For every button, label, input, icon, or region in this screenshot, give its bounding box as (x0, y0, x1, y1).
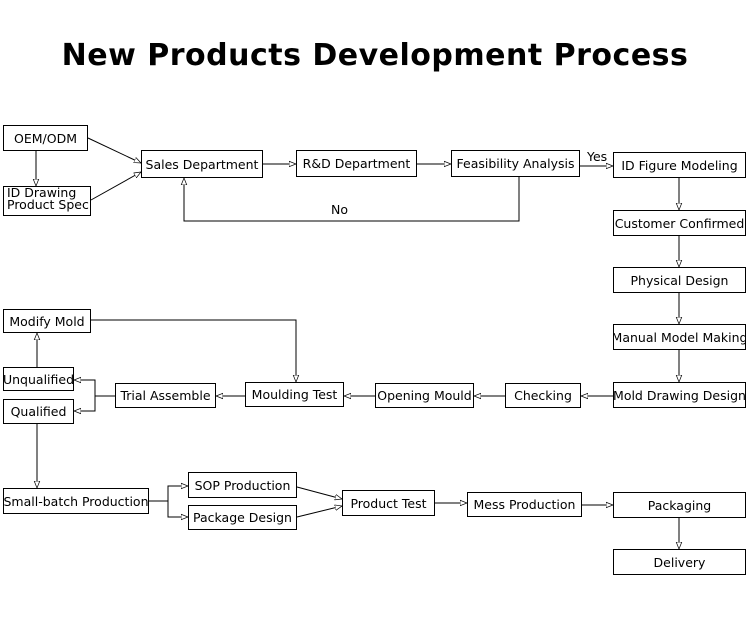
node-customer-confirmed: Customer Confirmed (613, 210, 746, 236)
node-id-figure-modeling: ID Figure Modeling (613, 152, 746, 178)
edge-id-to-sales (90, 172, 141, 201)
node-manual-model-making: Manual Model Making (613, 324, 746, 350)
node-physical-design: Physical Design (613, 267, 746, 293)
edge-trial-to-unqualified (74, 380, 115, 397)
node-small-batch-production: Small-batch Production (3, 488, 149, 514)
node-mold-drawing-design: Mold Drawing Design (613, 382, 746, 408)
node-sales-department: Sales Department (141, 150, 263, 178)
node-moulding-test: Moulding Test (245, 382, 344, 407)
node-product-test: Product Test (342, 490, 435, 516)
diagram-title: New Products Development Process (61, 38, 689, 73)
node-qualified: Qualified (3, 399, 74, 424)
node-feasibility-analysis: Feasibility Analysis (451, 150, 580, 177)
node-unqualified: Unqualified (3, 367, 74, 391)
edge-trial-to-qualified (74, 396, 96, 411)
edge-label-yes: Yes (587, 149, 608, 164)
node-id-drawing-line2: Product Spec. (7, 196, 91, 212)
node-packaging: Packaging (613, 492, 746, 518)
edge-oem-to-sales (87, 137, 141, 164)
node-sop-production: SOP Production (188, 472, 297, 498)
edge-label-no: No (331, 202, 348, 217)
node-oem-odm: OEM/ODM (3, 125, 88, 151)
node-id-drawing-line1: ID Drawing (7, 186, 77, 200)
node-checking: Checking (505, 383, 581, 408)
node-rd-department: R&D Department (296, 150, 417, 177)
node-package-design: Package Design (188, 505, 297, 530)
node-id-drawing: ID Drawing Product Spec. (3, 186, 91, 216)
node-opening-mould: Opening Mould (375, 383, 474, 408)
node-modify-mold: Modify Mold (3, 309, 91, 333)
edge-smallbatch-to-sop (149, 486, 188, 502)
edge-package-to-producttest (296, 506, 342, 518)
edge-feasibility-no (184, 176, 520, 222)
node-trial-assemble: Trial Assemble (115, 383, 216, 408)
edge-sop-to-producttest (296, 486, 342, 499)
node-mess-production: Mess Production (467, 492, 582, 517)
edge-modify-to-moulding (91, 319, 296, 382)
node-delivery: Delivery (613, 549, 746, 575)
edge-smallbatch-to-package (167, 501, 188, 517)
